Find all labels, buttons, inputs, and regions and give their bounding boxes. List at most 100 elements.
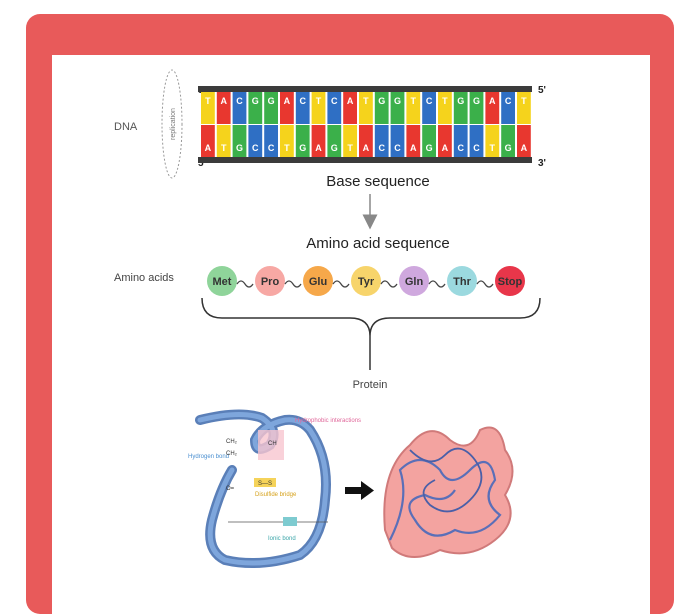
bottom-base-letter: A [205, 143, 212, 153]
top-base [201, 92, 215, 124]
bottom-base [343, 125, 357, 157]
bottom-base-letter: T [284, 143, 290, 153]
top-base-letter: G [252, 96, 259, 106]
ionic-region [283, 517, 297, 526]
fold-arrow-icon [345, 481, 374, 500]
top-base-letter: C [331, 96, 338, 106]
bottom-base-letter: G [299, 143, 306, 153]
ionic-label: Ionic bond [268, 536, 296, 542]
bottom-base-letter: T [347, 143, 353, 153]
top-base [359, 92, 373, 124]
bottom-base [201, 125, 215, 157]
bottom-base-letter: A [363, 143, 370, 153]
bottom-base-letter: C [378, 143, 385, 153]
top-base-letter: C [426, 96, 433, 106]
top-backbone [198, 86, 532, 92]
top-base [311, 92, 326, 124]
top-base-letter: C [299, 96, 306, 106]
residue-label: Gln [405, 276, 424, 288]
bottom-base [232, 125, 247, 157]
top-base-letter: G [394, 96, 401, 106]
top-base [248, 92, 263, 124]
residue-label: Tyr [358, 276, 375, 288]
bottom-base [216, 125, 231, 157]
peptide-bond [380, 280, 398, 288]
top-base-letter: C [236, 96, 243, 106]
replication-arc [161, 69, 183, 179]
hydrophobic-region [258, 430, 284, 460]
bottom-base [453, 125, 468, 157]
peptide-bond [284, 280, 302, 288]
bottom-base-letter: A [521, 143, 528, 153]
ch2-label-1: CH₂ [226, 439, 238, 445]
base-pairs: TAATCGGCGCATCGTACGATTAGCGCTACGTAGCGCATCG… [201, 92, 531, 157]
bottom-left-end: 5' [198, 158, 206, 169]
peptide-bond [428, 280, 446, 288]
top-base [343, 92, 357, 124]
residue-label: Thr [453, 276, 471, 288]
bottom-base [406, 125, 421, 157]
protein-ribbon-1 [389, 458, 502, 541]
amino-acids-row-label: Amino acids [114, 272, 174, 284]
bottom-base [438, 125, 452, 157]
oh-label: O= [226, 486, 235, 492]
bottom-base-letter: C [394, 143, 401, 153]
bottom-base [374, 125, 389, 157]
top-base-letter: A [489, 96, 496, 106]
bottom-base-letter: C [457, 143, 464, 153]
protein-label: Protein [353, 379, 388, 391]
bottom-base [469, 125, 484, 157]
top-base-letter: T [316, 96, 322, 106]
folded-protein [383, 426, 514, 558]
base-sequence-caption: Base sequence [326, 173, 429, 190]
bottom-base [501, 125, 515, 157]
bottom-base [311, 125, 326, 157]
top-base-letter: C [505, 96, 512, 106]
dna-label: DNA [114, 121, 138, 133]
protein-ribbon-2 [409, 447, 483, 513]
protein-bonds-schematic: Hydrophobic interactions Hydrogen bond C… [188, 409, 361, 568]
bottom-base-letter: G [426, 143, 433, 153]
ch-label-1: CH [268, 441, 277, 447]
residue-label: Met [213, 276, 232, 288]
disulfide-bond: S—S [258, 481, 272, 487]
top-base [453, 92, 468, 124]
bottom-base [485, 125, 500, 157]
top-base-letter: G [457, 96, 464, 106]
bottom-base-letter: T [490, 143, 496, 153]
disulfide-label: Disulfide bridge [255, 492, 297, 498]
top-base [422, 92, 436, 124]
hydrogen-bond-label: Hydrogen bond [188, 454, 229, 460]
top-base-letter: A [220, 96, 227, 106]
residue-thr [447, 266, 477, 296]
bottom-base-letter: A [410, 143, 417, 153]
residue-met [207, 266, 237, 296]
top-base [280, 92, 294, 124]
top-base [232, 92, 247, 124]
hydrophobic-label: Hydrophobic interactions [295, 418, 361, 424]
top-base [485, 92, 500, 124]
top-base [406, 92, 421, 124]
top-base-letter: T [442, 96, 448, 106]
bottom-base-letter: G [505, 143, 512, 153]
residue-tyr [351, 266, 381, 296]
top-base-letter: T [521, 96, 527, 106]
bottom-base-letter: G [331, 143, 338, 153]
top-base-letter: G [473, 96, 480, 106]
residue-label: Stop [498, 276, 523, 288]
top-base [374, 92, 389, 124]
bottom-right-end: 3' [538, 158, 546, 169]
residue-glu [303, 266, 333, 296]
top-right-end: 5' [538, 85, 546, 96]
residue-gln [399, 266, 429, 296]
bottom-base-letter: A [442, 143, 449, 153]
top-base [216, 92, 231, 124]
bottom-base [390, 125, 405, 157]
top-base [327, 92, 342, 124]
residue-label: Glu [309, 276, 327, 288]
top-base [390, 92, 405, 124]
brace-icon [201, 297, 541, 337]
top-base [501, 92, 515, 124]
bottom-base [359, 125, 373, 157]
top-base [438, 92, 452, 124]
